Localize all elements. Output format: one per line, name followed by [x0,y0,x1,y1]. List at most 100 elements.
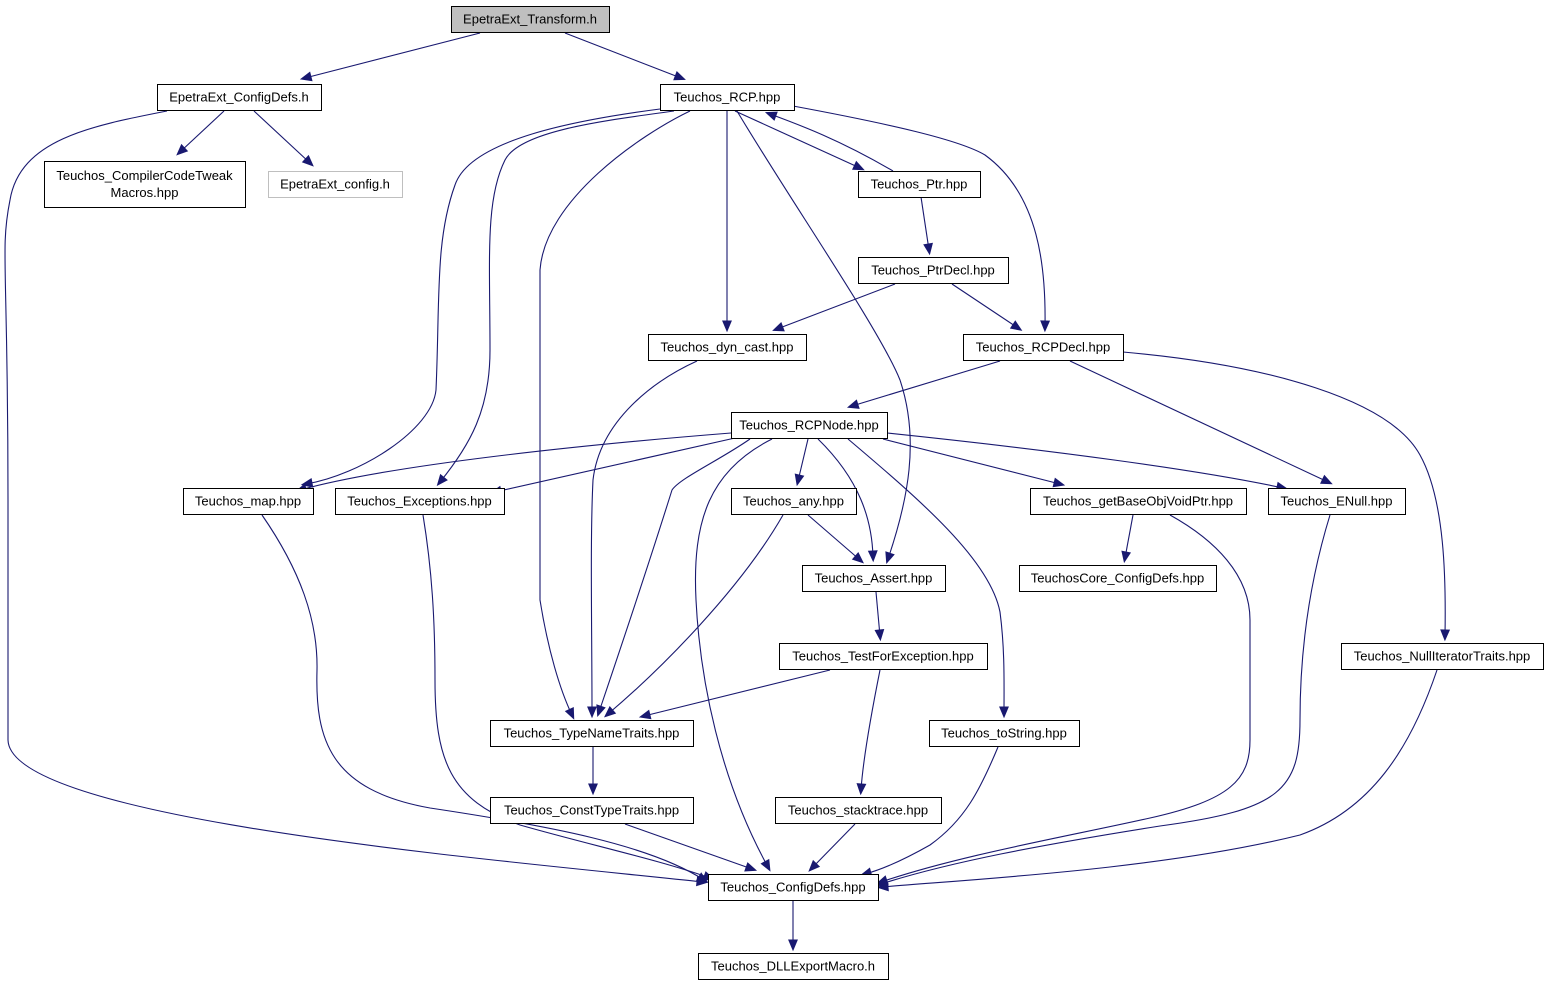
edge-line [881,669,1438,888]
edge-line [860,669,881,791]
node-teuchos-testforexception-hpp[interactable]: Teuchos_TestForException.hpp [779,643,988,670]
node-teuchos-assert-hpp[interactable]: Teuchos_Assert.hpp [802,565,946,592]
edge-n13-n16 [1121,514,1134,564]
node-label: EpetraExt_config.h [280,177,390,192]
node-teuchos-nulliteratortraits-hpp[interactable]: Teuchos_NullIteratorTraits.hpp [1341,643,1544,670]
node-teuchos-stacktrace-hpp[interactable]: Teuchos_stacktrace.hpp [775,797,942,824]
node-epetraext-transform-h[interactable]: EpetraExt_Transform.h [451,6,610,33]
node-teuchos-any-hpp[interactable]: Teuchos_any.hpp [731,488,857,515]
node-epetraext-config-h[interactable]: EpetraExt_config.h [268,171,403,198]
edge-line [817,438,874,558]
arrowhead [808,859,821,872]
node-box [268,171,403,198]
edge-n21-n23 [624,823,758,872]
node-teuchos-dllexportmacro-h[interactable]: Teuchos_DLLExportMacro.h [698,953,889,980]
node-box [183,488,314,515]
node-teuchos-exceptions-hpp[interactable]: Teuchos_Exceptions.hpp [335,488,505,515]
node-teuchos-map-hpp[interactable]: Teuchos_map.hpp [183,488,314,515]
edge-n22-n23 [808,823,856,872]
edge-n2-n7 [722,111,732,333]
edge-line [4,110,704,883]
arrowhead [923,242,933,256]
node-label: EpetraExt_Transform.h [463,12,597,27]
edge-n2-n5 [734,110,865,171]
edge-n9-n11 [489,437,736,496]
edge-n12-n15 [807,514,864,564]
node-box [802,565,946,592]
edge-n10-n23 [261,514,709,883]
node-label: Teuchos_TypeNameTraits.hpp [504,726,680,741]
edge-n15-n17 [874,591,885,642]
node-label: Teuchos_RCP.hpp [674,90,781,105]
edge-n6-n8 [951,283,1023,331]
node-teuchos-dyn-cast-hpp[interactable]: Teuchos_dyn_cast.hpp [648,334,807,361]
node-label: Teuchos_RCPDecl.hpp [976,340,1110,355]
edge-n2-n15 [736,110,911,565]
node-box [708,874,879,901]
edge-n8-n9 [846,360,1001,409]
edge-n9-n13 [882,438,1066,488]
node-box [963,334,1124,361]
edge-line [1069,360,1329,483]
node-label: Teuchos_ConstTypeTraits.hpp [504,803,679,818]
node-label: Teuchos_Assert.hpp [815,571,933,586]
arrowhead [673,71,686,81]
node-teuchos-rcpnode-hpp[interactable]: Teuchos_RCPNode.hpp [731,412,888,439]
edge-line [598,438,751,713]
node-label: Teuchos_TestForException.hpp [792,649,973,664]
edge-line [643,669,831,717]
edge-n5-n6 [920,196,933,256]
arrowhead [852,160,865,171]
node-teuchos-typenametraits-hpp[interactable]: Teuchos_TypeNameTraits.hpp [490,720,694,747]
node-teuchos-rcpdecl-hpp[interactable]: Teuchos_RCPDecl.hpp [963,334,1124,361]
edge-n23-n24 [788,901,798,952]
node-teuchos-getbaseobjvoidptr-hpp[interactable]: Teuchos_getBaseObjVoidPtr.hpp [1030,488,1247,515]
arrowhead [1040,320,1051,333]
node-label: Teuchos_dyn_cast.hpp [661,340,794,355]
arrowhead [436,473,448,487]
node-label: Teuchos_any.hpp [743,494,844,509]
nodes: EpetraExt_Transform.hEpetraExt_ConfigDef… [44,6,1544,980]
arrowhead [876,881,889,892]
edge-line [734,110,861,169]
node-box [660,84,795,111]
arrowhead [999,706,1009,719]
node-teuchos-ptrdecl-hpp[interactable]: Teuchos_PtrDecl.hpp [858,257,1009,284]
edge-n9-n19 [596,438,751,718]
node-label: Teuchos_PtrDecl.hpp [871,263,995,278]
node-label: Teuchos_getBaseObjVoidPtr.hpp [1043,494,1233,509]
arrowhead [588,783,598,796]
edge-n9-n14 [886,432,1289,492]
arrowhead [760,858,771,872]
edge-line [769,113,894,172]
node-box [1030,488,1247,515]
node-box [1019,565,1217,592]
arrowhead [176,143,189,156]
edge-line [882,438,1061,485]
node-epetraext-configdefs-h[interactable]: EpetraExt_ConfigDefs.h [157,84,322,111]
node-box [731,488,857,515]
arrowhead [1052,477,1066,488]
edges [4,32,1451,952]
arrowhead [722,320,732,333]
edge-n9-n20 [847,438,1009,719]
edge-line [299,432,732,491]
edge-n19-n21 [588,747,598,796]
node-teuchos-ptr-hpp[interactable]: Teuchos_Ptr.hpp [858,171,981,198]
edge-n2-n11 [436,110,675,487]
node-teuchos-rcp-hpp[interactable]: Teuchos_RCP.hpp [660,84,795,111]
arrowhead [744,862,758,872]
node-label: Teuchos_Exceptions.hpp [347,494,492,509]
node-teuchoscore-configdefs-hpp[interactable]: TeuchosCore_ConfigDefs.hpp [1019,565,1217,592]
node-teuchos-tostring-hpp[interactable]: Teuchos_toString.hpp [929,720,1080,747]
node-teuchos-configdefs-hpp[interactable]: Teuchos_ConfigDefs.hpp [708,874,879,901]
arrowhead [851,552,864,564]
arrowhead [772,322,785,332]
edge-line [792,105,1046,328]
node-teuchos-enull-hpp[interactable]: Teuchos_ENull.hpp [1268,488,1406,515]
arrowhead [638,709,652,720]
node-box [648,334,807,361]
node-teuchos-consttypetraits-hpp[interactable]: Teuchos_ConstTypeTraits.hpp [490,797,694,824]
arrowhead [794,473,805,487]
